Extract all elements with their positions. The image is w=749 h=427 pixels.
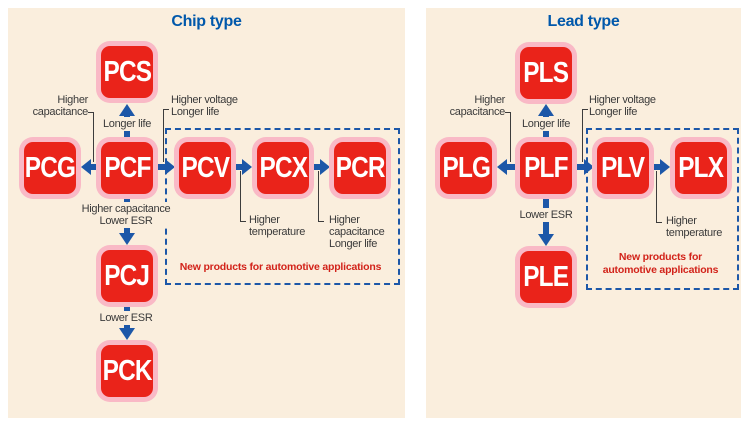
- arrow-down-head-icon: [119, 233, 135, 245]
- node-plx: PLX: [670, 137, 732, 199]
- node-plg-label: PLG: [442, 151, 490, 184]
- arrow-right-head-icon: [165, 159, 175, 175]
- arrow-down-head-icon: [119, 328, 135, 340]
- connector-line: [505, 112, 510, 113]
- node-plg: PLG: [435, 137, 497, 199]
- connector-line: [318, 171, 319, 221]
- node-pcf: PCF: [96, 137, 158, 199]
- lead-type-panel: [426, 8, 741, 418]
- node-pcg-label: PCG: [24, 151, 76, 184]
- connector-line: [163, 109, 164, 162]
- node-ple: PLE: [515, 246, 577, 308]
- label-higher-capacitance: Higher capacitance: [449, 94, 506, 118]
- arrow-right-head-icon: [242, 159, 252, 175]
- node-plv: PLV: [592, 137, 654, 199]
- label-higher-capacitance-lower-esr: Higher capacitance Lower ESR: [78, 202, 174, 228]
- arrow-left-head-icon: [497, 159, 507, 175]
- automotive-products-box: [586, 128, 739, 290]
- label-lower-esr: Lower ESR: [96, 311, 156, 325]
- node-plx-label: PLX: [678, 151, 725, 184]
- node-plf: PLF: [515, 137, 577, 199]
- label-longer-life: Longer life: [518, 117, 574, 131]
- node-pcv: PCV: [174, 137, 236, 199]
- arrow-up-head-icon: [119, 104, 135, 116]
- label-higher-temperature: Higher temperature: [666, 215, 723, 239]
- connector-line: [163, 109, 169, 110]
- node-pck: PCK: [96, 340, 158, 402]
- node-pcs-label: PCS: [103, 55, 151, 88]
- node-pcj: PCJ: [96, 245, 158, 307]
- arrow-plf-to-plv: [577, 164, 584, 170]
- node-pcf-label: PCF: [103, 151, 151, 184]
- arrow-pcv-to-pcx: [236, 164, 242, 170]
- label-higher-temperature: Higher temperature: [249, 214, 306, 238]
- node-pcv-label: PCV: [181, 151, 229, 184]
- arrow-right-head-icon: [584, 159, 594, 175]
- node-pcs: PCS: [96, 41, 158, 103]
- connector-line: [656, 171, 657, 222]
- node-plf-label: PLF: [524, 151, 568, 184]
- label-longer-life: Longer life: [99, 117, 155, 131]
- connector-line: [656, 222, 662, 223]
- arrow-plf-to-plg: [507, 164, 515, 170]
- connector-line: [510, 112, 511, 162]
- arrow-plv-to-plx: [654, 164, 660, 170]
- arrow-down-head-icon: [538, 234, 554, 246]
- node-pcr: PCR: [329, 137, 391, 199]
- arrow-right-head-icon: [660, 159, 670, 175]
- node-pck-label: PCK: [102, 354, 153, 387]
- node-pls-label: PLS: [523, 56, 570, 89]
- arrow-pcf-to-pcg: [91, 164, 96, 170]
- arrow-pcf-to-pcv: [158, 164, 165, 170]
- automotive-note: New products for automotive applications: [179, 261, 382, 273]
- connector-line: [318, 221, 324, 222]
- node-pcx-label: PCX: [259, 151, 307, 184]
- chip-type-title: Chip type: [171, 13, 242, 30]
- node-pls: PLS: [515, 42, 577, 104]
- label-higher-capacitance: Higher capacitance: [32, 94, 89, 118]
- label-higher-voltage-longer-life: Higher voltage Longer life: [589, 94, 656, 118]
- chip-type-panel: [8, 8, 405, 418]
- arrow-pcx-to-pcr: [314, 164, 320, 170]
- label-lower-esr: Lower ESR: [516, 208, 576, 222]
- node-pcg: PCG: [19, 137, 81, 199]
- node-plv-label: PLV: [601, 151, 645, 184]
- node-pcx: PCX: [252, 137, 314, 199]
- connector-line: [88, 112, 94, 113]
- automotive-note: New products for automotive applications: [602, 251, 719, 276]
- arrow-left-head-icon: [81, 159, 91, 175]
- arrow-right-head-icon: [320, 159, 330, 175]
- connector-line: [93, 112, 94, 162]
- label-higher-capacitance-longer-life: Higher capacitance Longer life: [329, 214, 385, 250]
- connector-line: [582, 109, 583, 162]
- connector-line: [240, 221, 246, 222]
- label-higher-voltage-longer-life: Higher voltage Longer life: [171, 94, 238, 118]
- lead-type-title: Lead type: [547, 13, 620, 30]
- node-pcj-label: PCJ: [104, 259, 151, 292]
- connector-line: [240, 171, 241, 221]
- node-pcr-label: PCR: [335, 151, 386, 184]
- node-ple-label: PLE: [523, 260, 570, 293]
- connector-line: [582, 109, 588, 110]
- arrow-up-head-icon: [538, 104, 554, 116]
